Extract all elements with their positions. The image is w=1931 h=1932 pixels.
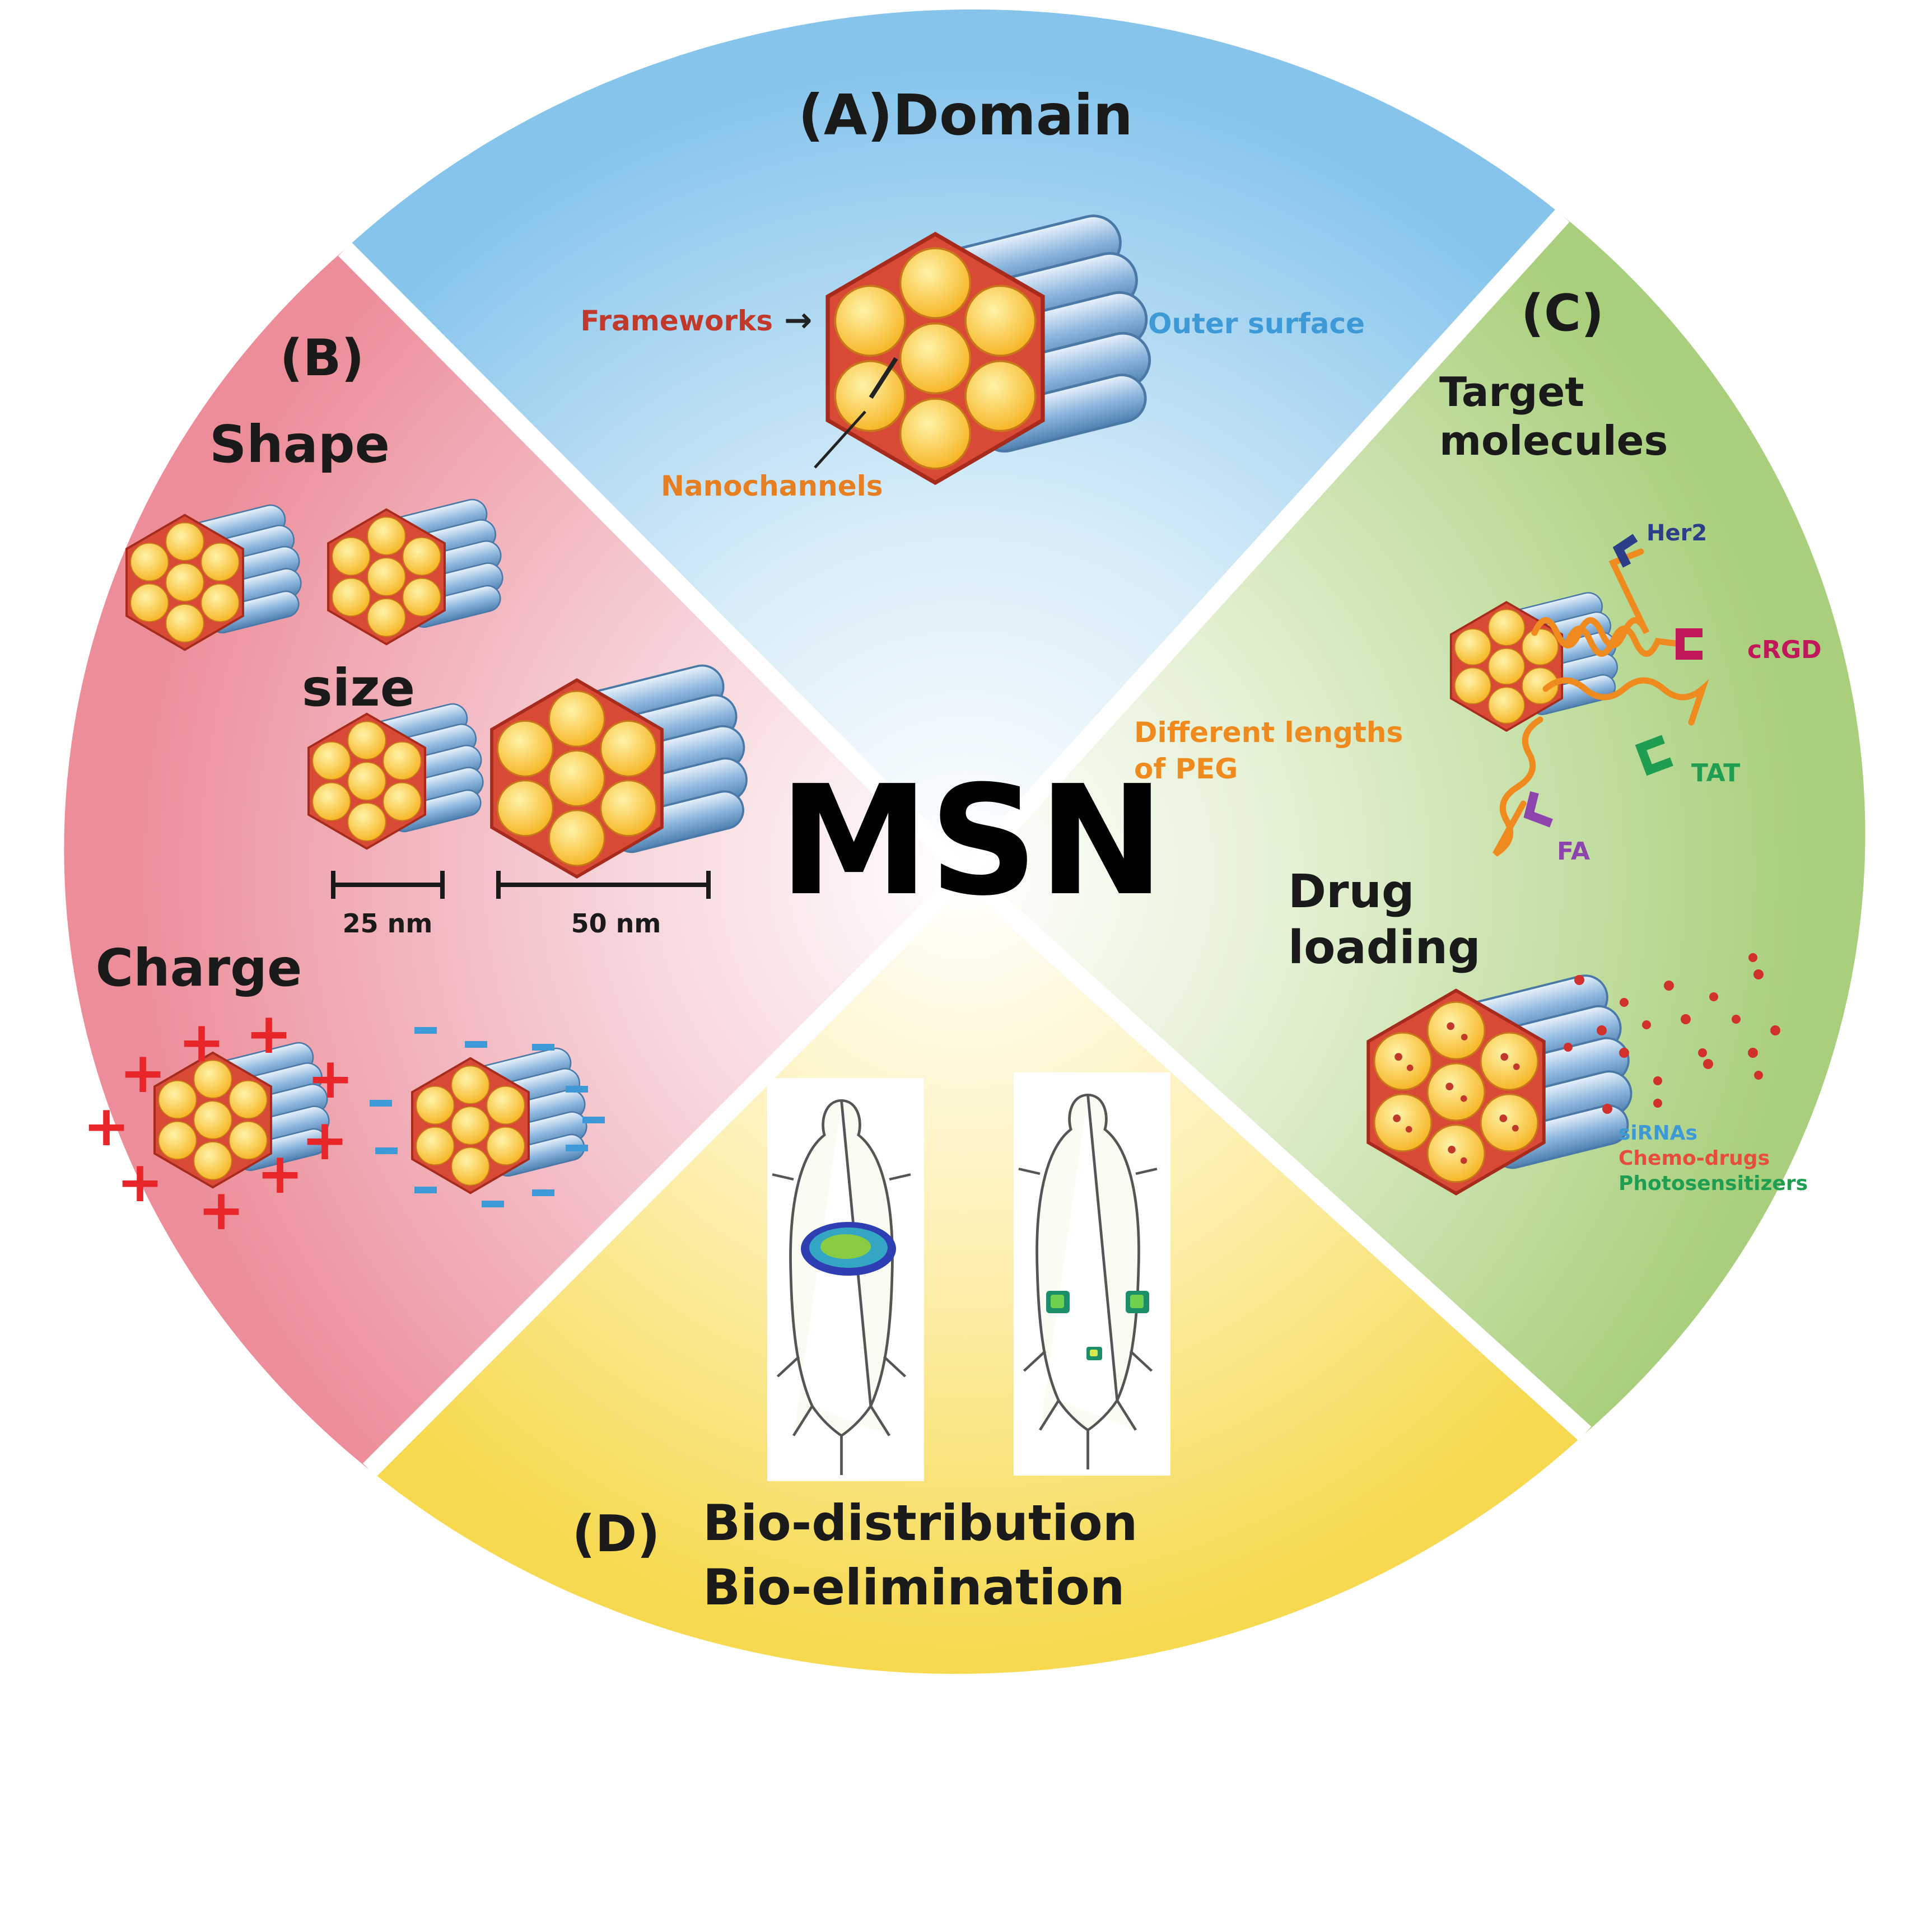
quadrant-circle — [64, 9, 1865, 1674]
cargo-photo: Photosensitizers — [1619, 1172, 1808, 1195]
bio-elimination-label: Bio-elimination — [703, 1558, 1125, 1616]
frameworks-label: Frameworks — [580, 305, 773, 337]
svg-text:+: + — [307, 1046, 354, 1111]
kidney-bladder-signal — [1046, 1291, 1149, 1360]
section-domain: (A)Domain Frameworks → Outer surface Nan… — [580, 82, 1365, 502]
bio-distribution-label: Bio-distribution — [703, 1494, 1137, 1552]
tat-linker — [1635, 735, 1673, 776]
scale-bar-small — [331, 871, 445, 899]
svg-text:+: + — [178, 1009, 225, 1075]
target-letter: (C) — [1521, 284, 1604, 343]
her2-linker — [1612, 534, 1638, 568]
svg-text:+: + — [301, 1107, 348, 1173]
size-label: size — [302, 658, 415, 718]
tat-label: TAT — [1691, 759, 1740, 787]
svg-text:+: + — [83, 1093, 130, 1159]
bio-quadrant — [370, 874, 1585, 1674]
shape-label: Shape — [209, 414, 390, 474]
peg-label-line2: of PEG — [1134, 753, 1238, 785]
cargo-sirna: siRNAs — [1619, 1122, 1697, 1145]
svg-text:+: + — [198, 1177, 245, 1243]
negative-charges — [370, 1027, 605, 1207]
svg-text:+: + — [245, 1001, 292, 1066]
section-bio: (D) Bio-distribution Bio-elimination — [572, 1072, 1170, 1616]
nanochannels-label: Nanochannels — [661, 470, 883, 502]
section-target: (C) Target molecules Her2 cRGD TAT FA Di… — [1134, 284, 1822, 1195]
drug-label-line2: loading — [1288, 921, 1481, 974]
liver-signal — [801, 1222, 896, 1276]
drug-label-line1: Drug — [1288, 865, 1415, 918]
nanochannels-pointer — [869, 357, 898, 399]
target-quadrant — [965, 216, 1865, 1434]
target-label-line1: Target — [1439, 368, 1584, 416]
fa-linker — [1523, 791, 1553, 828]
crgd-label: cRGD — [1747, 636, 1822, 664]
bio-letter: (D) — [572, 1505, 660, 1564]
shape-letter: (B) — [280, 329, 365, 388]
msn-title: MSN — [778, 753, 1164, 929]
target-label-line2: molecules — [1439, 417, 1668, 464]
charge-label: Charge — [96, 938, 302, 998]
scale-bar-large-label: 50 nm — [571, 908, 661, 939]
peg-label-line1: Different lengths — [1134, 716, 1403, 749]
cargo-chemo: Chemo-drugs — [1619, 1147, 1770, 1170]
svg-text:+: + — [116, 1149, 164, 1215]
domain-title: (A)Domain — [798, 82, 1133, 148]
svg-text:+: + — [256, 1141, 304, 1206]
svg-text:+: + — [119, 1040, 166, 1105]
her2-label: Her2 — [1647, 520, 1707, 546]
released-drugs — [1564, 953, 1780, 1114]
positive-charges: + + + + + + + + + — [83, 1001, 354, 1243]
scale-bar-large — [496, 871, 711, 899]
peg-chains — [1492, 548, 1709, 857]
fa-label: FA — [1557, 837, 1590, 866]
section-shape: (B) Shape size 25 nm 50 nm Charge + + + … — [83, 329, 763, 1243]
scale-bar-small-label: 25 nm — [343, 908, 433, 939]
frameworks-arrow: → — [784, 301, 812, 340]
outer-surface-label: Outer surface — [1148, 307, 1365, 340]
crgd-linker — [1676, 628, 1703, 660]
